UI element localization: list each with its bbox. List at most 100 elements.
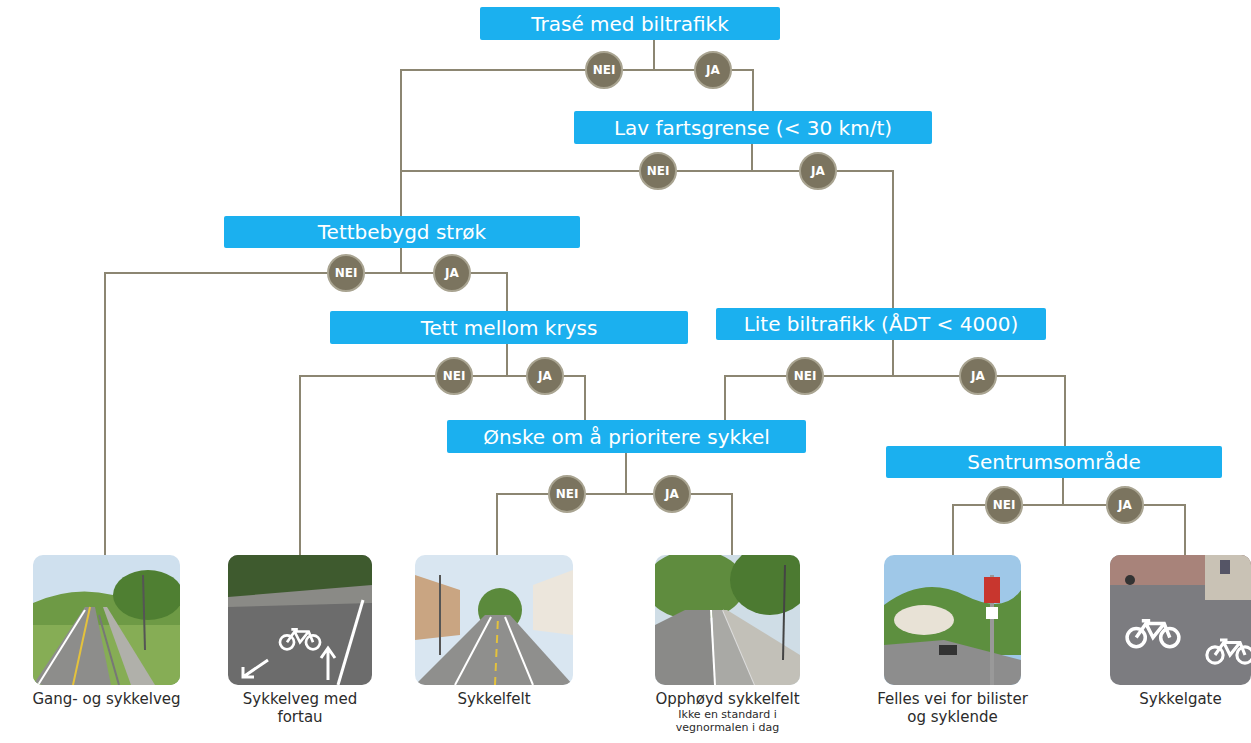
answer-text: NEI [335,267,358,279]
photo-bicycle-street [1110,555,1251,685]
pedestrian [1125,575,1135,585]
answer-circle: JA [653,475,691,513]
asphalt [228,555,372,685]
connector-line [893,340,959,376]
connector-line [953,505,985,555]
connector-line [365,248,401,273]
sky [415,555,573,685]
caption-block: Gang- og sykkelveg [17,690,197,708]
answer-text: NEI [443,370,466,382]
answer-text: JA [1118,499,1132,511]
decision-text: Lav fartsgrense (< 30 km/t) [614,117,892,139]
decision-text: Trasé med biltrafikk [531,13,729,35]
solution-caption: Felles vei for bilister og syklende [870,690,1035,726]
solution-caption: Sykkelfelt [419,690,569,708]
decision-box: Lite biltrafikk (ÅDT < 4000) [716,308,1046,340]
connector-line [401,70,585,216]
caption-block: Opphøyd sykkelfeltIkke en standard i veg… [640,690,815,734]
answer-text: JA [665,488,679,500]
connector-line [837,171,893,308]
connector-line [401,171,639,216]
decision-box: Tett mellom kryss [330,311,688,344]
connector-line [677,144,752,171]
edge-line [338,600,363,685]
connector-line [1023,478,1063,505]
connector-line [623,40,654,70]
decision-box: Sentrumsområde [886,446,1222,478]
caption-block: Sykkelveg med fortau [225,690,375,726]
connector-line [752,144,799,171]
answer-circle: NEI [639,152,677,190]
solution-photo: Sykkelveg med fortau [228,555,372,685]
connector-line [824,340,893,376]
arrow-marking [321,648,335,680]
answer-circle: JA [694,51,732,89]
lamp-pole [783,565,785,660]
solution-caption: Gang- og sykkelveg [17,690,197,708]
decision-text: Tett mellom kryss [421,317,598,339]
road [884,640,1021,685]
road [415,615,573,685]
answer-circle: NEI [985,486,1023,524]
lane-line [505,617,533,685]
caption-block: Sykkelgate [1121,690,1241,708]
photo-raised-lane [655,555,800,685]
answer-circle: NEI [786,357,824,395]
answer-circle: JA [526,357,564,395]
connector-line [473,344,507,376]
answer-circle: JA [959,357,997,395]
center-line [495,617,498,685]
photo-cycle-lane [415,555,573,685]
decision-text: Ønske om å prioritere sykkel [483,426,770,448]
answer-text: JA [538,370,552,382]
solution-photo: Sykkelgate [1110,555,1251,685]
solution-photo: Gang- og sykkelveg [33,555,180,685]
answer-circle: NEI [435,357,473,395]
sidewalk [723,610,800,685]
connector-line [105,273,327,555]
answer-text: NEI [794,370,817,382]
answer-text: JA [706,64,720,76]
caption-block: Felles vei for bilister og syklende [870,690,1035,726]
decision-text: Tettbebygd strøk [318,221,486,243]
connector-line [300,376,435,555]
sidewalk [228,585,372,607]
answer-text: JA [971,370,985,382]
photo-shared-road [884,555,1021,685]
solution-caption: Opphøyd sykkelfelt [640,690,815,708]
connector-line [564,376,585,420]
car [939,645,957,655]
answer-circle: NEI [548,475,586,513]
sky [884,555,1021,685]
cycle-path [103,607,155,685]
lane-line [73,607,90,685]
connector-line [654,40,694,70]
bike-marking [1207,640,1251,663]
connector-line [725,376,786,420]
solution-photo: Felles vei for bilister og syklende [884,555,1021,685]
connector-line [997,376,1065,446]
connector-line [401,248,433,273]
connector-line [507,344,526,376]
building [415,575,460,640]
connector-line [626,453,653,494]
solution-photo: Opphøyd sykkelfeltIkke en standard i veg… [655,555,800,685]
edge-line [38,610,85,685]
caption-block: Sykkelfelt [419,690,569,708]
connector-line [691,494,732,555]
house [533,570,573,635]
answer-text: NEI [556,488,579,500]
arrow-marking [243,660,268,677]
answer-circle: JA [1106,486,1144,524]
edge-line [711,610,715,685]
answer-text: NEI [993,499,1016,511]
answer-circle: NEI [327,254,365,292]
lane-line [455,617,491,685]
connector-line [1063,478,1106,505]
guardrail [99,615,119,685]
window [1220,560,1230,574]
solution-caption: Sykkelgate [1121,690,1241,708]
road [655,610,715,685]
decision-box: Trasé med biltrafikk [480,7,780,40]
